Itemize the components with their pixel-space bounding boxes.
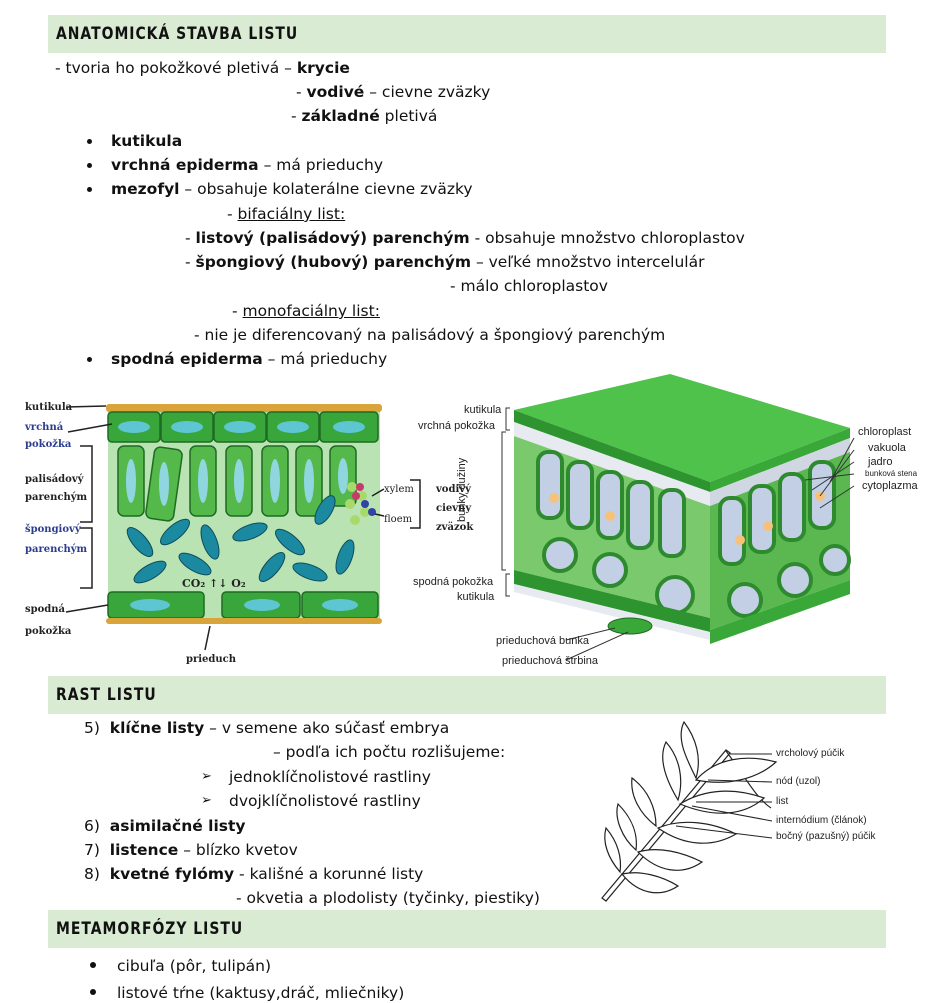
- list-item: cibuľa (pôr, tulipán): [117, 957, 272, 975]
- text-line: - základné pletivá: [291, 107, 438, 125]
- label-bocny-pucik: bočný (pazušný) púčik: [776, 831, 876, 842]
- bullet-icon: [87, 163, 92, 168]
- text-line: – podľa ich počtu rozlišujeme:: [273, 743, 506, 761]
- text-line: - tvoria ho pokožkové pletivá – krycie: [55, 59, 350, 77]
- label-kutikula: kutikula: [457, 591, 495, 603]
- label-prieduch: prieduch: [186, 654, 237, 665]
- label-floem: floem: [384, 514, 413, 525]
- label-parenchym: parenchým: [25, 544, 88, 555]
- text-line: - monofaciálny list:: [232, 302, 380, 320]
- label-prieduchova-strbina: prieduchová štrbina: [502, 655, 599, 667]
- label-prieduchova-bunka: prieduchová bunka: [496, 635, 589, 647]
- label-vodivy: vodivý: [436, 484, 471, 495]
- label-kutikula: kutikula: [464, 404, 502, 416]
- leaf-3d-section-diagram: kutikula vrchná pokožka bunky dužiny spo…: [410, 370, 930, 675]
- bullet-item: mezofyl – obsahuje kolaterálne cievne zv…: [111, 180, 473, 198]
- bullet-icon: [87, 357, 92, 362]
- text-line: - špongiový (hubový) parenchým – veľké m…: [185, 253, 705, 271]
- label-vrcholovy-pucik: vrcholový púčik: [776, 748, 845, 759]
- bullet-item: kutikula: [111, 132, 183, 150]
- bullet-icon: [87, 139, 92, 144]
- label-spodna-pokozka: spodná pokožka: [413, 576, 494, 588]
- text-line: - málo chloroplastov: [450, 277, 608, 295]
- section-header-anatomy: ANATOMICKÁ STAVBA LISTU: [48, 15, 886, 53]
- bullet-item: spodná epiderma – má prieduchy: [111, 350, 388, 368]
- list-item: 7) listence – blízko kvetov: [84, 841, 298, 859]
- stem-diagram: vrcholový púčik nód (uzol) list internód…: [596, 718, 916, 908]
- arrow-bullet-icon: ➢: [201, 769, 212, 784]
- list-item: listové tŕne (kaktusy,dráč, mliečniky): [117, 984, 405, 1002]
- section-header-metamorphoses: METAMORFÓZY LISTU: [48, 910, 886, 948]
- bullet-item: vrchná epiderma – má prieduchy: [111, 156, 384, 174]
- list-item: jednoklíčnolistové rastliny: [229, 768, 431, 786]
- label-spongiovy: špongiový: [25, 524, 81, 535]
- text-line: - okvetia a plodolisty (tyčinky, piestik…: [236, 889, 540, 907]
- label-vakuola: vakuola: [868, 442, 906, 454]
- bullet-icon: [90, 962, 96, 968]
- label-chloroplast: chloroplast: [858, 426, 912, 438]
- label-list: list: [776, 796, 789, 807]
- text-line: - vodivé – cievne zväzky: [296, 83, 491, 101]
- text-line: - bifaciálny list:: [227, 205, 346, 223]
- text-line: - listový (palisádový) parenchým - obsah…: [185, 229, 745, 247]
- label-internodium: internódium (článok): [776, 815, 867, 826]
- label-kutikula: kutikula: [25, 402, 73, 413]
- label-xylem: xylem: [384, 484, 414, 495]
- label-pokozka: pokožka: [25, 439, 72, 450]
- bullet-icon: [90, 989, 96, 995]
- label-cievny: cievny: [436, 503, 472, 514]
- label-spodna: spodná: [25, 604, 66, 615]
- label-palisadovy: palisádový: [25, 474, 84, 485]
- section-title: METAMORFÓZY LISTU: [56, 919, 244, 939]
- arrow-bullet-icon: ➢: [201, 793, 212, 808]
- label-jadro: jadro: [868, 456, 893, 468]
- label-vrchna: vrchná: [25, 422, 64, 433]
- section-title: ANATOMICKÁ STAVBA LISTU: [56, 24, 299, 44]
- leaf-cross-section-diagram: kutikula vrchná pokožka palisádový paren…: [0, 392, 474, 672]
- label-zvazok: zväzok: [436, 522, 474, 533]
- list-item: dvojklíčnolistové rastliny: [229, 792, 421, 810]
- label-pokozka: pokožka: [25, 626, 72, 637]
- section-title: RAST LISTU: [56, 685, 157, 705]
- label-nod: nód (uzol): [776, 776, 821, 787]
- label-gas-exchange: CO₂ ↑↓ O₂: [182, 577, 246, 590]
- bullet-icon: [87, 187, 92, 192]
- label-vrchna-pokozka: vrchná pokožka: [418, 420, 496, 432]
- label-parenchym: parenchým: [25, 492, 88, 503]
- list-item: 5) klíčne listy – v semene ako súčasť em…: [84, 719, 450, 737]
- label-bunky-duziny: bunky dužiny: [456, 457, 468, 522]
- text-line: - nie je diferencovaný na palisádový a š…: [194, 326, 666, 344]
- section-header-growth: RAST LISTU: [48, 676, 886, 714]
- label-bunkova-stena: bunková stena: [865, 469, 918, 478]
- list-item: 8) kvetné fylómy - kališné a korunné lis…: [84, 865, 424, 883]
- label-cytoplazma: cytoplazma: [862, 480, 918, 492]
- list-item: 6) asimilačné listy: [84, 817, 246, 835]
